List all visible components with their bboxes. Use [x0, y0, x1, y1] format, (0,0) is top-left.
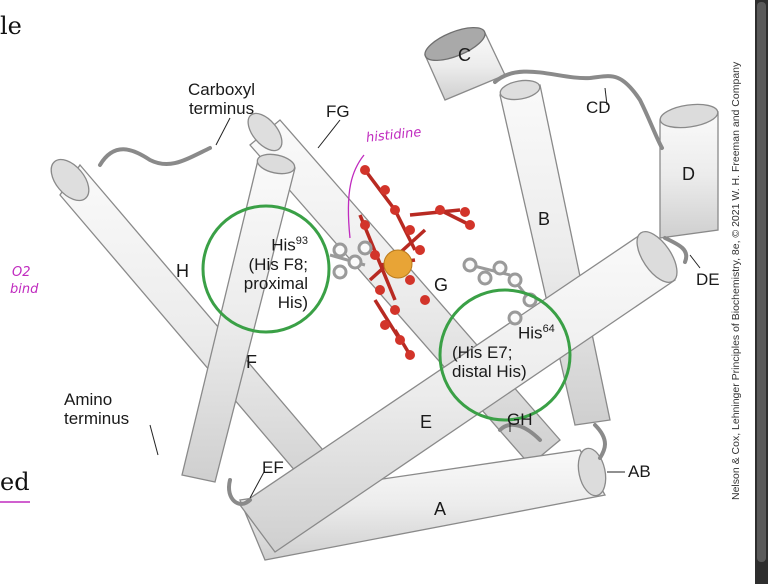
connector-label-gh: GH [507, 410, 533, 429]
proximal-his-label: His93 (His F8; proximal His) [218, 232, 308, 312]
amino-terminus-label: Amino terminus [64, 390, 129, 428]
carboxyl-terminus-label: Carboxyl terminus [188, 80, 255, 118]
vertical-scrollbar[interactable] [755, 0, 768, 584]
proximal-his-line-4: His) [277, 292, 308, 312]
carboxyl-line-2: terminus [188, 99, 255, 118]
connector-label-ab: AB [628, 462, 651, 481]
proximal-his-superscript: 93 [295, 235, 308, 247]
edge-text-bottom: ed [0, 468, 30, 496]
proximal-his-line-3: proximal [243, 273, 308, 293]
helix-h [50, 158, 341, 502]
helix-label-a: A [434, 499, 447, 519]
proximal-his-line-1: His93 [271, 235, 308, 255]
connector-label-cd: CD [586, 98, 611, 117]
carboxyl-line-1: Carboxyl [188, 80, 256, 99]
connector-label-de: DE [696, 270, 720, 289]
amino-line-2: terminus [64, 409, 130, 428]
leader-lines [149, 87, 701, 499]
iron-atom [383, 249, 413, 279]
connector-label-ef: EF [262, 458, 284, 477]
loops [98, 69, 689, 506]
helix-label-g: G [434, 275, 449, 295]
helix-label-h: H [176, 261, 189, 281]
heme-group [358, 165, 475, 360]
histidine-annotation-line [347, 154, 365, 239]
helix-label-e: E [420, 412, 433, 432]
distal-his-line-3: distal His) [452, 361, 527, 381]
distal-his-highlight-circle [438, 288, 572, 422]
figure-credit: Nelson & Cox, Lehninger Principles of Bi… [730, 10, 750, 510]
edge-text-top: le [0, 12, 22, 40]
helix-label-c: C [458, 45, 471, 65]
helix-f [181, 153, 296, 483]
note-o2: O2 [12, 265, 31, 280]
helix-a [239, 447, 607, 561]
scrollbar-thumb[interactable] [757, 2, 766, 562]
helix-label-d: D [682, 164, 695, 184]
note-bind: bind [10, 282, 39, 297]
distal-his-line-1: His64 [518, 323, 555, 343]
histidine-sidechains [329, 240, 538, 326]
figure-credit-text: Nelson & Cox, Lehninger Principles of Bi… [730, 61, 742, 500]
distal-his-line-2: (His E7; [452, 342, 513, 362]
helix-e [239, 231, 678, 553]
helix-d [659, 103, 719, 239]
amino-line-1: Amino [64, 390, 113, 409]
helix-label-b: B [538, 209, 551, 229]
helix-label-f: F [246, 352, 257, 372]
distal-his-superscript: 64 [542, 323, 555, 335]
distal-his-label: His64 (His E7; distal His) [452, 320, 555, 381]
proximal-his-line-2: (His F8; [248, 254, 309, 274]
connector-label-fg: FG [326, 102, 350, 121]
proximal-his-highlight-circle [201, 204, 331, 334]
